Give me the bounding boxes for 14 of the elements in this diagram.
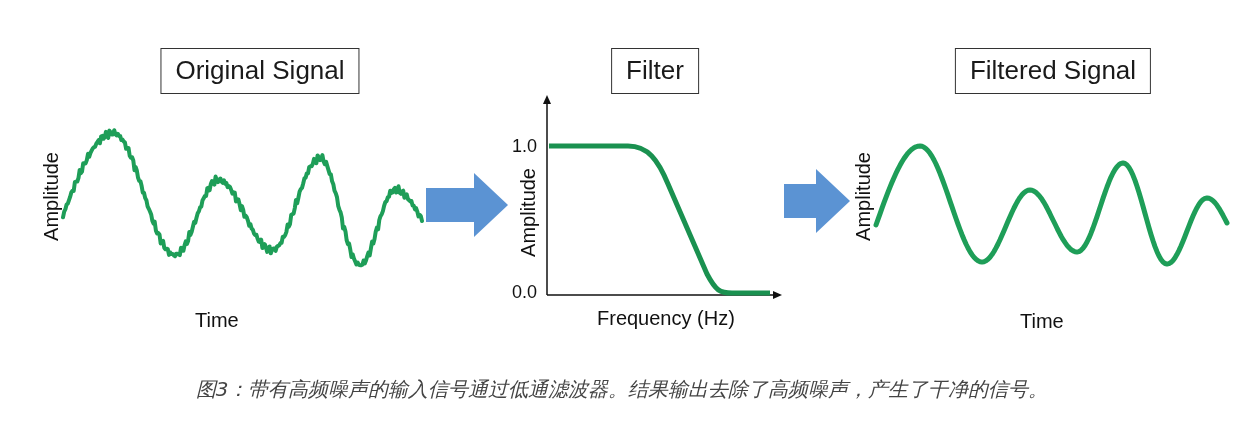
axis-label: Frequency (Hz) bbox=[597, 307, 735, 329]
block-arrow bbox=[784, 169, 850, 233]
panel-title: Original Signal bbox=[160, 48, 360, 94]
block-arrow bbox=[426, 173, 508, 237]
axis-label: Time bbox=[1020, 310, 1064, 332]
axis-label: Amplitude bbox=[517, 168, 539, 257]
axis-label: Amplitude bbox=[40, 152, 62, 241]
panel-title: Filtered Signal bbox=[954, 48, 1152, 94]
tick-label: 0.0 bbox=[512, 283, 538, 303]
panel-title: Filter bbox=[611, 48, 699, 94]
tick-label: 1.0 bbox=[512, 137, 538, 157]
caption: 图3：带有高频噪声的输入信号通过低通滤波器。结果输出去除了高频噪声，产生了干净的信号。 bbox=[195, 376, 1049, 403]
axis-label: Time bbox=[195, 309, 239, 331]
axis-label: Amplitude bbox=[852, 152, 874, 241]
